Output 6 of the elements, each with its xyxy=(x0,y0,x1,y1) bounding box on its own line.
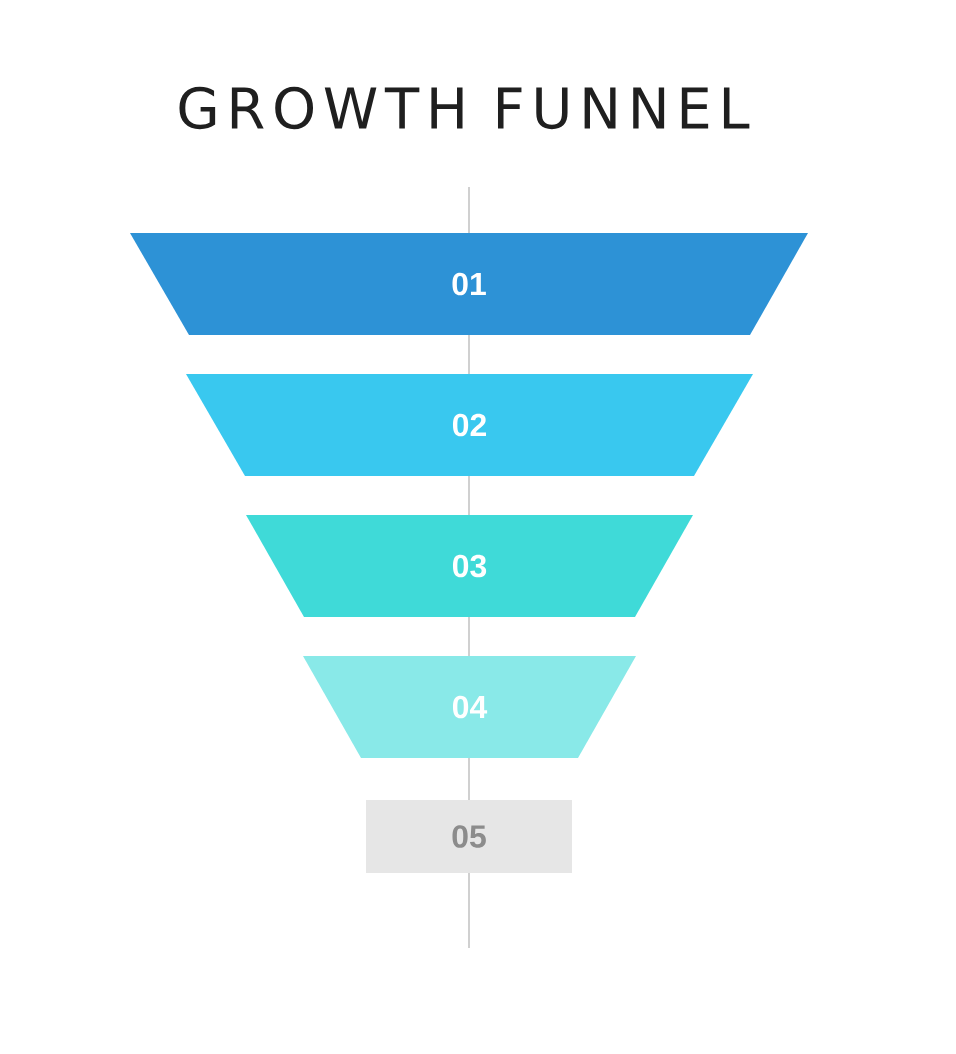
funnel-segment: 02 xyxy=(186,374,753,476)
funnel-segment: 03 xyxy=(246,515,693,617)
funnel-box: 05 xyxy=(366,800,572,873)
funnel-segment: 04 xyxy=(303,656,636,758)
funnel-segment: 01 xyxy=(130,233,808,335)
title: GROWTH FUNNEL xyxy=(179,86,750,130)
